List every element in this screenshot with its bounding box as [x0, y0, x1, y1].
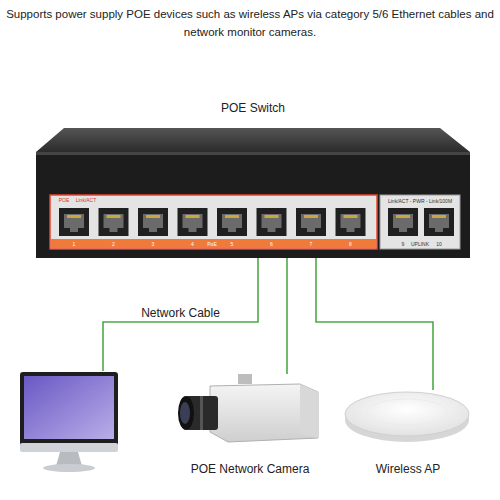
lens-front	[178, 396, 194, 430]
rj45-ports	[59, 208, 454, 236]
computer-node	[18, 371, 120, 472]
panel-label: 7	[310, 241, 313, 247]
camera-mount	[238, 374, 252, 384]
camera-side	[300, 384, 318, 438]
port-housing	[59, 208, 89, 236]
panel-label: Link/ACT	[76, 197, 97, 203]
port-socket	[183, 214, 203, 232]
monitor-neck	[56, 452, 82, 466]
port-pins	[146, 215, 160, 218]
port-socket	[104, 214, 124, 232]
port-socket	[143, 214, 163, 232]
port-pins	[344, 215, 358, 218]
port-pins	[225, 215, 239, 218]
port-socket	[429, 214, 449, 232]
panel-label: 5	[231, 241, 234, 247]
port-socket	[301, 214, 321, 232]
switch-front	[36, 152, 470, 258]
panel-label: 9	[402, 241, 405, 247]
panel-label: Link/ACT - PWR - Link/100M	[388, 198, 452, 204]
monitor-bezel	[20, 372, 118, 446]
port-housing	[178, 208, 208, 236]
lens-glass	[180, 402, 190, 424]
port-pins	[107, 215, 121, 218]
ap-disc	[345, 392, 469, 436]
panel-label: 1	[73, 241, 76, 247]
panel-label: UPLINK	[411, 241, 429, 247]
port-pins	[396, 215, 410, 218]
port-housing	[257, 208, 287, 236]
port-pins	[67, 215, 81, 218]
port-socket	[64, 214, 84, 232]
port-socket	[262, 214, 282, 232]
port-pins	[304, 215, 318, 218]
switch-node: POE Switch	[36, 128, 470, 258]
switch-top	[36, 128, 470, 152]
panel-label: 3	[152, 241, 155, 247]
port-socket	[393, 214, 413, 232]
port-socket	[222, 214, 242, 232]
cable-line	[103, 258, 258, 371]
panel-label: 10	[436, 241, 442, 247]
port-housing	[217, 208, 247, 236]
panel-label: POE	[59, 197, 70, 203]
poe-switch	[36, 128, 470, 258]
port-socket	[341, 214, 361, 232]
switch-edge	[36, 152, 470, 155]
ap-ring	[367, 399, 447, 425]
network-cable	[316, 258, 433, 390]
port-housing	[138, 208, 168, 236]
camera-node: POE Network Camera	[176, 374, 324, 476]
port-housing	[388, 208, 418, 236]
port-panel	[50, 195, 377, 249]
port-pins	[186, 215, 200, 218]
lens-ring	[200, 396, 203, 430]
port-housing	[99, 208, 129, 236]
computer	[20, 372, 118, 472]
uplink-panel	[380, 195, 460, 249]
monitor-base	[43, 464, 95, 472]
monitor-chin	[20, 443, 118, 452]
node-label: POE Network Camera	[146, 462, 354, 476]
network-cable	[103, 258, 258, 371]
port-housing	[424, 208, 454, 236]
port-pins	[265, 215, 279, 218]
node-label: POE Switch	[6, 101, 500, 115]
port-housing	[336, 208, 366, 236]
port-strip	[51, 239, 376, 248]
cable-line	[316, 258, 433, 390]
camera	[178, 374, 318, 442]
node-label: Wireless AP	[312, 462, 500, 476]
monitor-screen	[24, 376, 114, 439]
cable-line	[286, 258, 288, 374]
camera-lens	[186, 396, 218, 430]
panel-label: 8	[349, 241, 352, 247]
ap-underside	[345, 398, 469, 442]
panel-label: 6	[270, 241, 273, 247]
camera-body	[210, 384, 318, 442]
access-point-node: Wireless AP	[342, 390, 474, 476]
access-point	[345, 392, 469, 442]
panel-label: 2	[112, 241, 115, 247]
panel-label: PoE	[207, 241, 216, 247]
network-cable	[287, 258, 288, 374]
panel-label: 4	[191, 241, 194, 247]
title-text: Supports power supply POE devices such a…	[4, 5, 496, 41]
port-pins	[432, 215, 446, 218]
port-housing	[296, 208, 326, 236]
cable-label: Network Cable	[141, 306, 220, 320]
